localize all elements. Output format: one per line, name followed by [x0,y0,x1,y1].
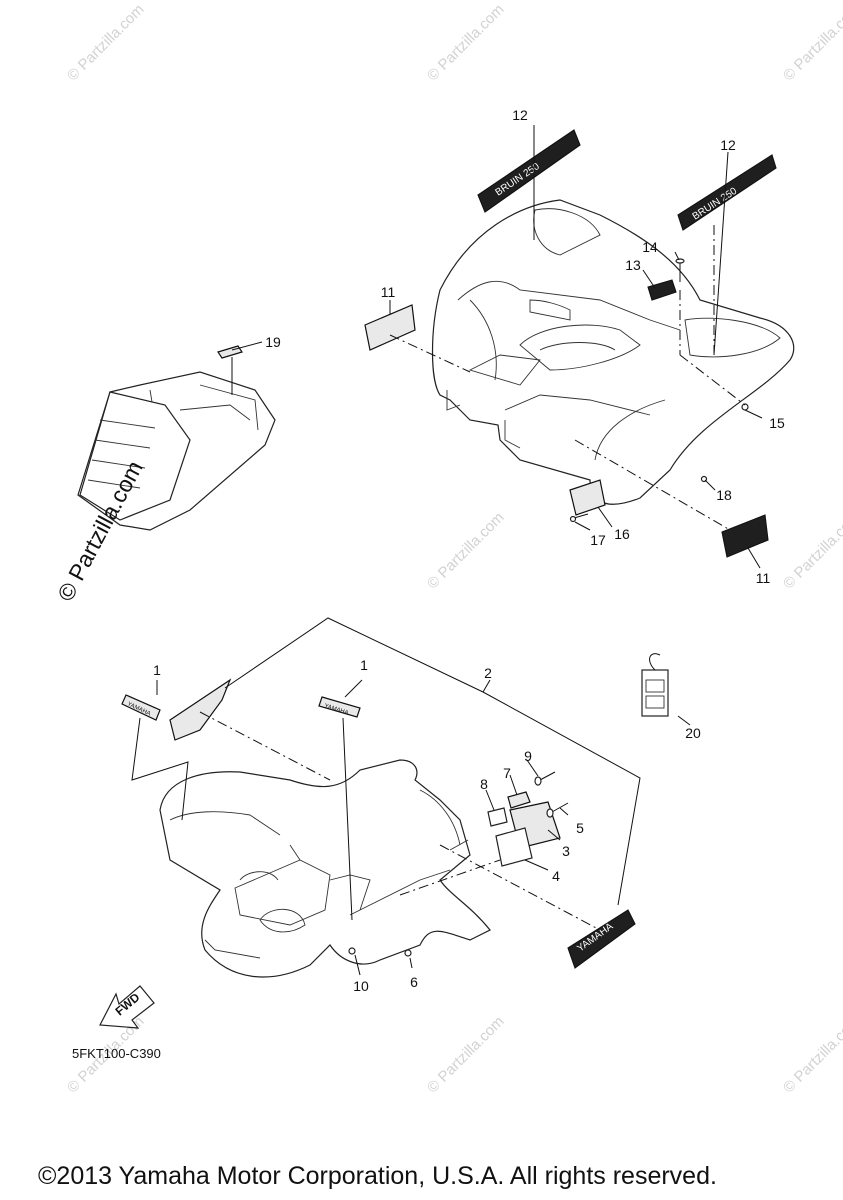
plate-gasket [487,807,508,827]
callout-3: 3 [562,843,570,859]
callout-6: 6 [410,974,418,990]
bolt [534,771,556,786]
caution-label [647,279,677,301]
screw [569,513,589,523]
nut [348,947,356,955]
callout-17: 17 [590,532,606,548]
plate-seal [495,827,533,867]
callout-12: 12 [512,107,528,123]
diagram-code: 5FKT100-C390 [72,1046,161,1061]
callout-20: 20 [685,725,701,741]
callout-19: 19 [265,334,281,350]
nut [404,949,412,957]
callout-1: 1 [153,662,161,678]
screw [675,258,685,282]
plate-gasket [507,791,531,809]
callout-2: 2 [484,665,492,681]
fwd-arrow-icon [99,985,155,1029]
yamaha-decal-large: YAMAHA [567,909,636,969]
callout-13: 13 [625,257,641,273]
callout-10: 10 [353,978,369,994]
callout-1: 1 [360,657,368,673]
callout-11: 11 [380,284,396,300]
fender-decal-strip [169,678,232,741]
model-decal-left: BRUIN 250 [477,129,581,213]
front-fender [159,759,491,978]
leader-lines [131,125,763,976]
front-cover [77,371,276,531]
warning-tag [641,653,669,717]
callout-7: 7 [503,765,511,781]
callout-12: 12 [720,137,736,153]
callout-5: 5 [576,820,584,836]
callout-11: 11 [755,570,771,586]
side-decal-left [364,304,416,351]
callout-14: 14 [642,239,658,255]
yamaha-decal-left: YAMAHA [121,694,161,721]
copyright-notice: ©2013 Yamaha Motor Corporation, U.S.A. A… [38,1162,717,1190]
callout-8: 8 [480,776,488,792]
yamaha-decal-center: YAMAHA [318,696,361,718]
reflector-plate [569,479,606,516]
callout-16: 16 [614,526,630,542]
bolt [546,802,569,818]
side-decal-right [721,514,769,558]
callout-9: 9 [524,748,532,764]
rear-fender [431,199,795,505]
callout-4: 4 [552,868,560,884]
callout-18: 18 [716,487,732,503]
callout-15: 15 [769,415,785,431]
